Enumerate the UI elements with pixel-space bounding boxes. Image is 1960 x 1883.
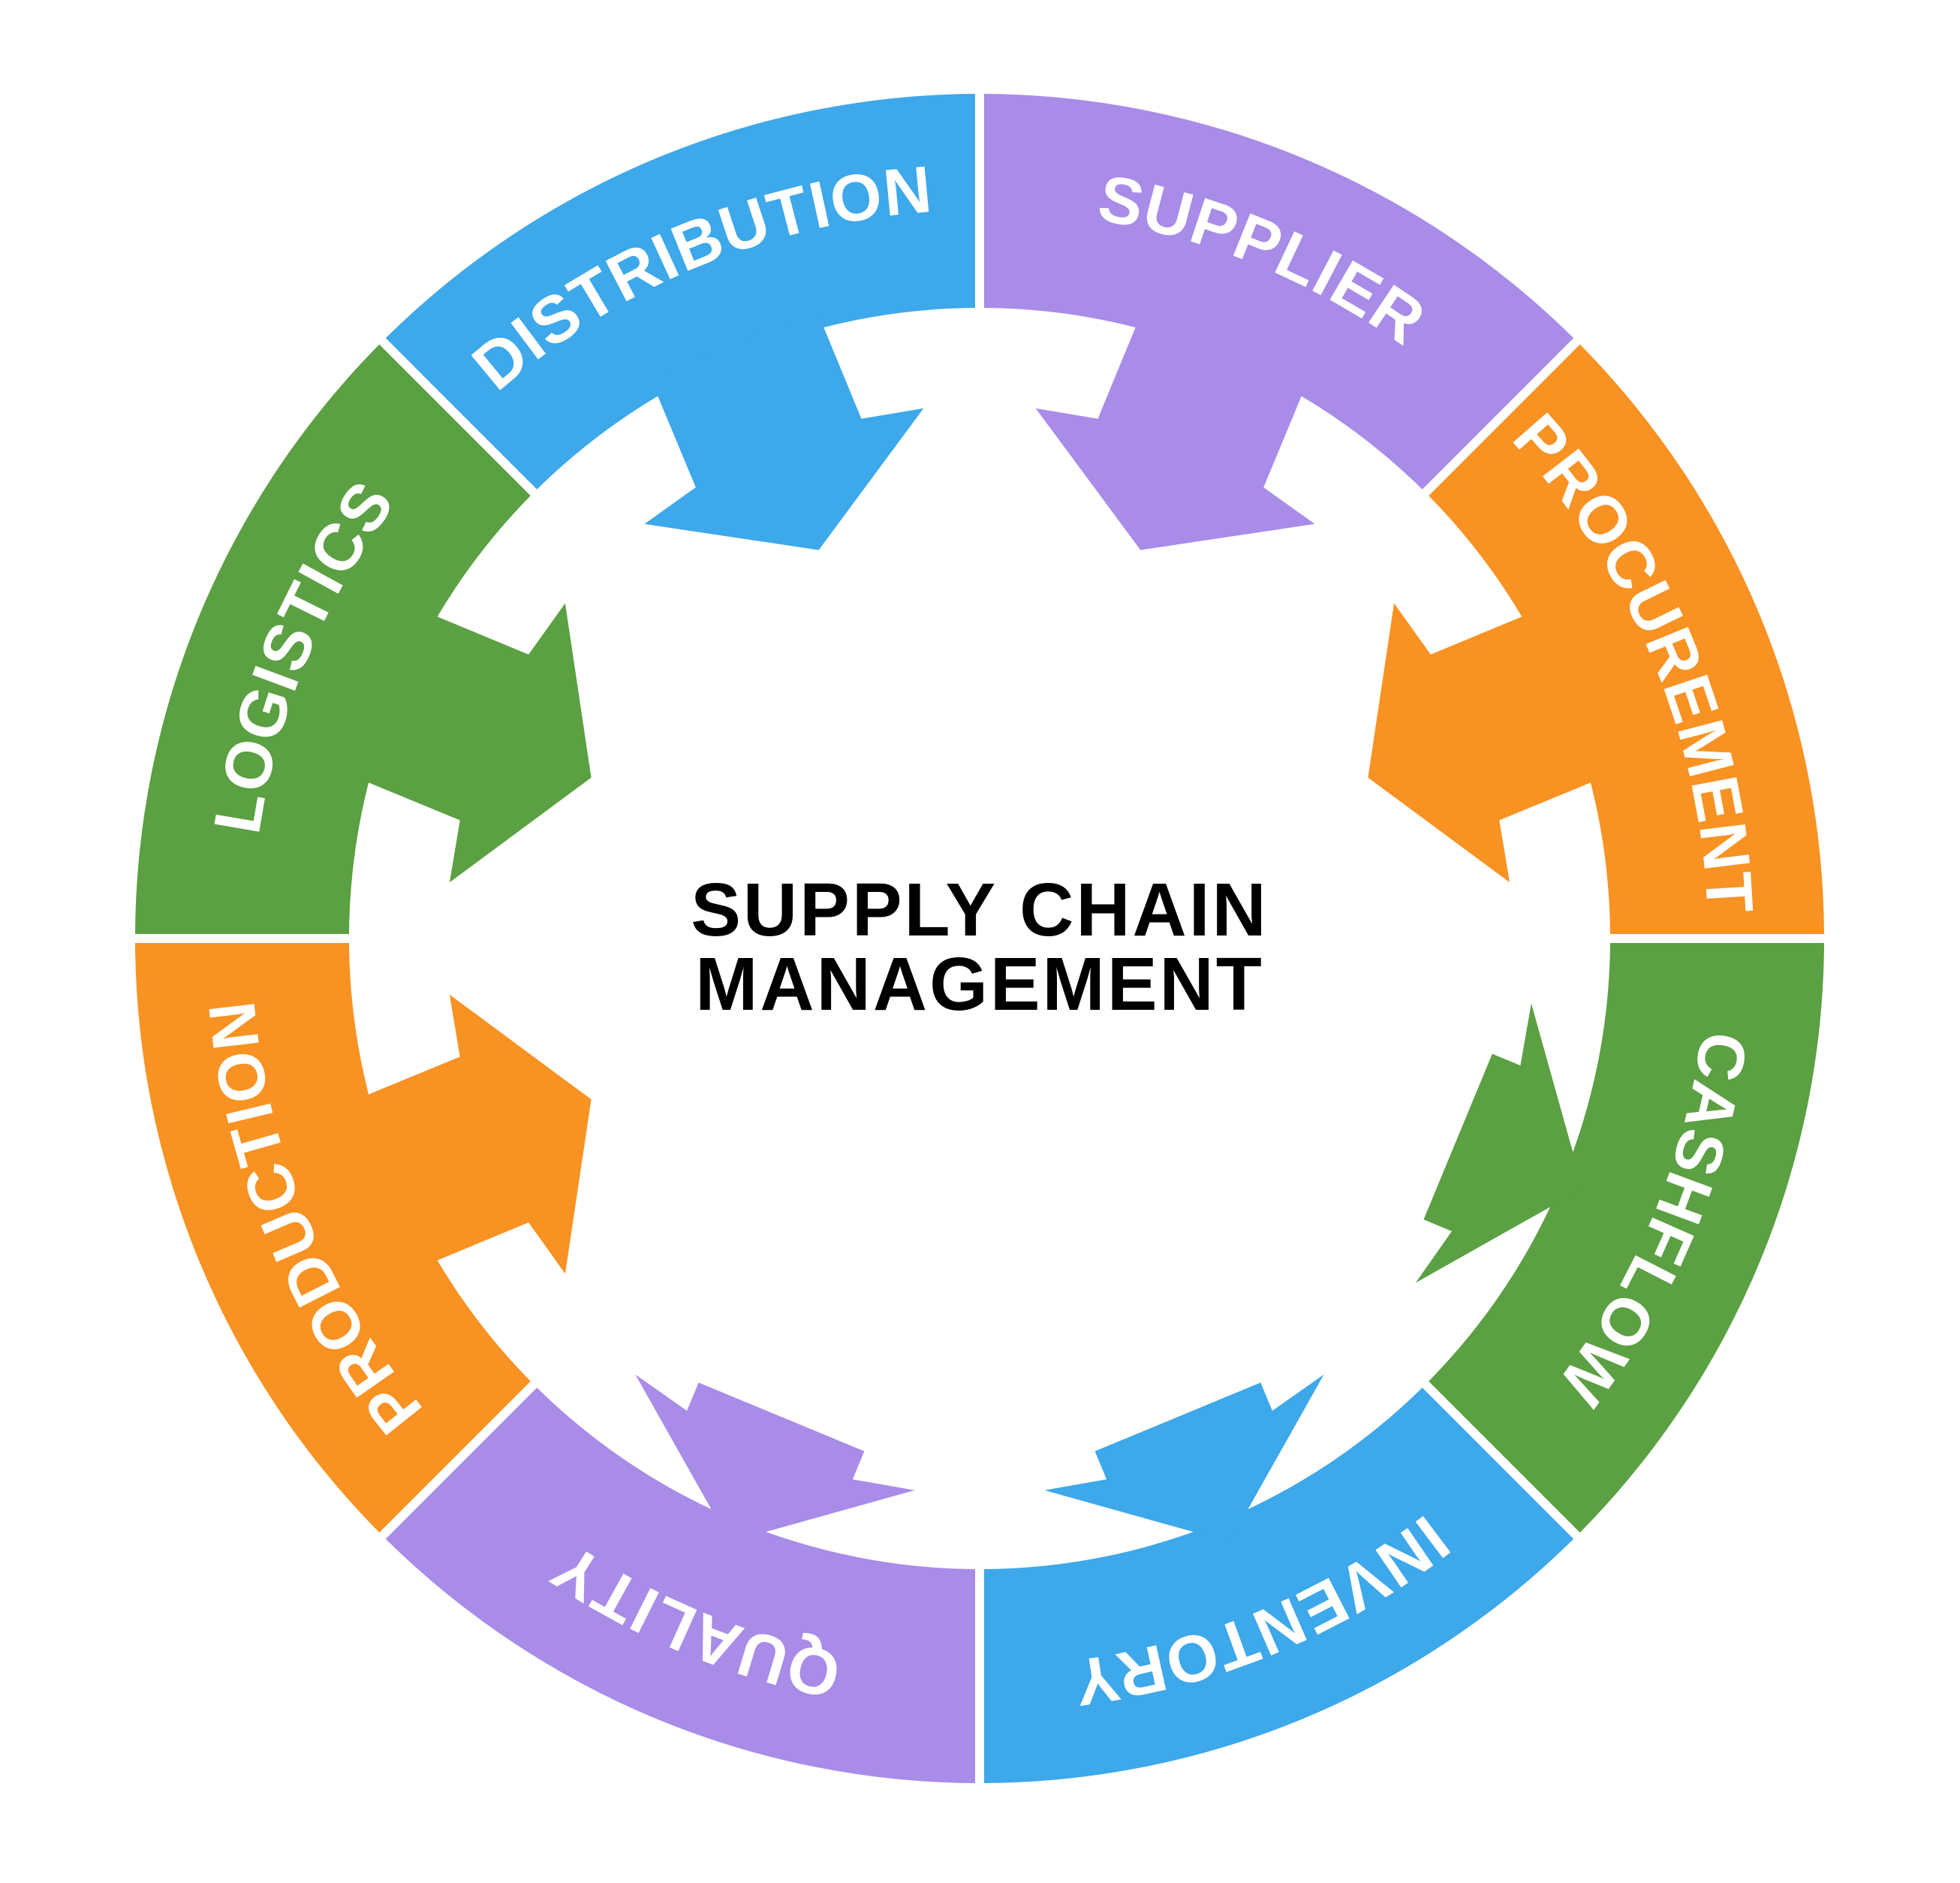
center-title-line-2: MANAGEMENT bbox=[695, 942, 1264, 1026]
wheel-segments bbox=[135, 94, 1824, 1783]
center-title-line-1: SUPPLY CHAIN bbox=[691, 868, 1269, 952]
center-title: SUPPLY CHAIN MANAGEMENT bbox=[691, 868, 1269, 1026]
arrow-logistics bbox=[351, 603, 592, 883]
segment-cashflow bbox=[1429, 943, 1824, 1533]
wheel-arrows bbox=[351, 309, 1609, 1542]
segment-inventory bbox=[984, 1387, 1574, 1783]
segment-procurement bbox=[1429, 344, 1824, 934]
arrow-inventory bbox=[1044, 1374, 1324, 1542]
arrow-cashflow bbox=[1415, 1003, 1583, 1283]
arrow-quality bbox=[635, 1374, 915, 1542]
center-disc bbox=[529, 488, 1430, 1389]
segment-distribution bbox=[385, 94, 975, 490]
arrow-distribution bbox=[644, 309, 924, 550]
arrow-production bbox=[351, 994, 592, 1274]
arrow-supplier bbox=[1035, 309, 1315, 550]
segment-supplier bbox=[984, 94, 1574, 490]
segment-logistics bbox=[135, 344, 531, 934]
segment-quality bbox=[385, 1387, 975, 1783]
segment-production bbox=[135, 943, 531, 1533]
arrow-procurement bbox=[1368, 603, 1609, 883]
